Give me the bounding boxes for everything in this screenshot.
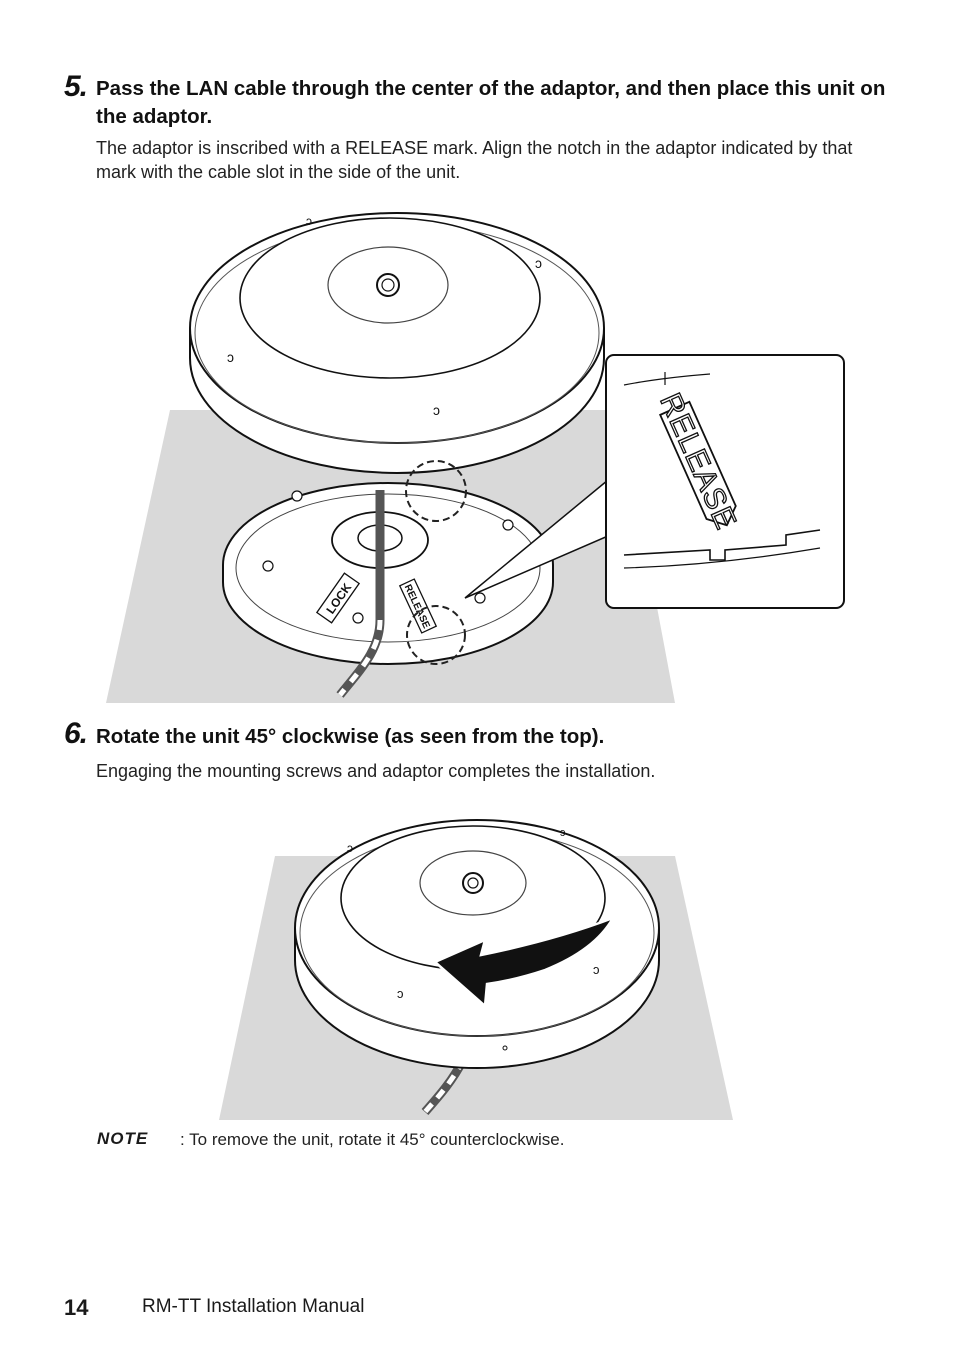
- svg-text:ↄ: ↄ: [347, 841, 353, 855]
- figure-place-unit-on-adaptor: LOCK RELEASE ↄ ↄ ↄ ↄ RELEA: [106, 212, 845, 703]
- svg-text:ↄ: ↄ: [433, 402, 440, 418]
- note-text: : To remove the unit, rotate it 45° coun…: [180, 1130, 565, 1149]
- svg-text:ↄ: ↄ: [535, 255, 542, 271]
- notch-highlight-upper: [405, 460, 467, 522]
- svg-text:ↄ: ↄ: [560, 827, 566, 839]
- adaptor-plate: LOCK RELEASE: [222, 482, 554, 665]
- svg-text:ↄ: ↄ: [397, 986, 404, 1001]
- release-mark-callout: RELEASE: [605, 354, 845, 609]
- step-6-title: Rotate the unit 45° clockwise (as seen f…: [96, 725, 605, 748]
- svg-text:ↄ: ↄ: [593, 962, 600, 977]
- step-5-title: Pass the LAN cable through the center of…: [96, 77, 886, 128]
- notch-highlight-lower: [406, 605, 466, 665]
- note-label: NOTE: [97, 1129, 149, 1148]
- unit-body: ↄ ↄ ↄ ↄ: [189, 212, 605, 474]
- figure-rotate-unit: ↄ ↄ ↄ ↄ: [219, 819, 733, 1120]
- rotation-arrow-icon: [432, 915, 616, 1009]
- svg-text:ↄ: ↄ: [306, 214, 312, 228]
- page-number: 14: [64, 1295, 89, 1320]
- manual-title: RM-TT Installation Manual: [142, 1296, 365, 1317]
- step-5-body: The adaptor is inscribed with a RELEASE …: [96, 138, 853, 182]
- step-6-body: Engaging the mounting screws and adaptor…: [96, 761, 656, 781]
- step-5-number: 5.: [64, 70, 88, 103]
- svg-text:ↄ: ↄ: [227, 349, 234, 365]
- step-6-number: 6.: [64, 717, 88, 750]
- unit-body-rotated: ↄ ↄ ↄ ↄ: [294, 819, 660, 1069]
